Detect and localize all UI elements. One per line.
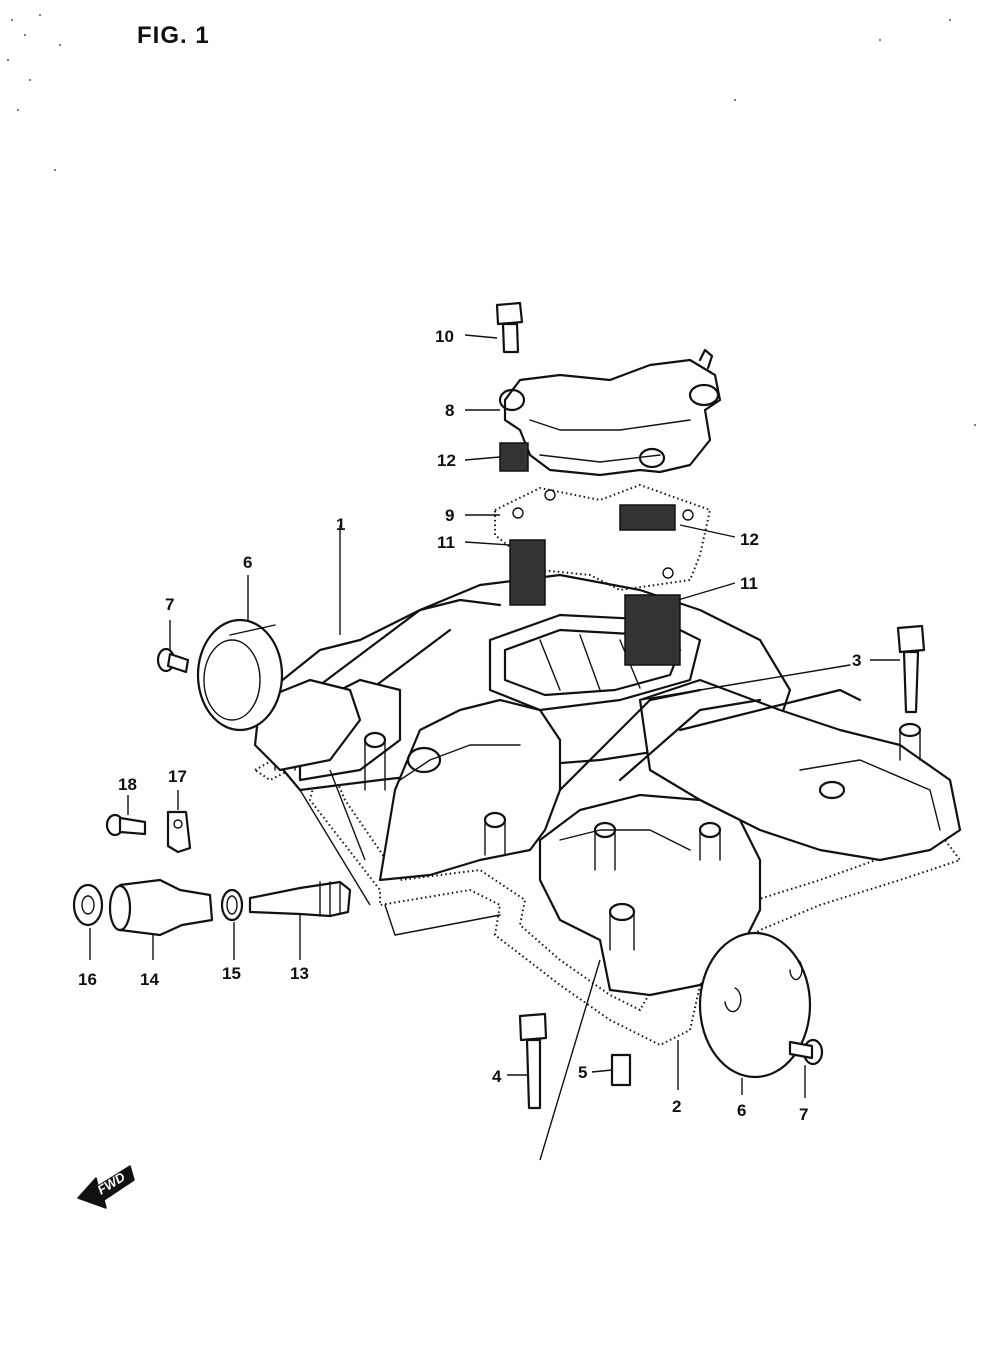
filter-pad-upper-right bbox=[619, 504, 676, 531]
o-ring-15 bbox=[220, 888, 244, 922]
forward-arrow-icon: FWD bbox=[77, 1165, 135, 1209]
leader-12a bbox=[464, 456, 501, 461]
assembly-line-front bbox=[539, 959, 601, 1161]
callout-1: 1 bbox=[336, 515, 345, 534]
figure-title: FIG. 1 bbox=[137, 22, 210, 49]
callout-13: 13 bbox=[290, 964, 309, 983]
callout-18: 18 bbox=[118, 775, 137, 794]
bolt-4 bbox=[518, 1012, 548, 1110]
callout-6: 6 bbox=[243, 553, 252, 572]
filter-pad-upper-left bbox=[499, 442, 529, 472]
cover-gasket bbox=[494, 483, 712, 592]
leader-11a bbox=[464, 541, 511, 546]
screw-7-left bbox=[156, 647, 190, 674]
top-cover bbox=[498, 348, 722, 477]
callout-4: 4 bbox=[492, 1067, 502, 1086]
callout-6: 6 bbox=[737, 1101, 746, 1120]
assembly-line-left bbox=[299, 789, 371, 906]
filter-element-left bbox=[509, 539, 546, 606]
callout-10: 10 bbox=[435, 327, 454, 346]
gear-shaft-13 bbox=[248, 880, 352, 918]
callout-5: 5 bbox=[578, 1063, 587, 1082]
end-cap-right bbox=[698, 931, 812, 1079]
filter-element-right bbox=[624, 594, 681, 666]
callout-16: 16 bbox=[78, 970, 97, 989]
housing-14 bbox=[108, 878, 214, 937]
assembly-line-left-2 bbox=[329, 769, 366, 861]
screw-7-right bbox=[788, 1038, 824, 1066]
seal-16 bbox=[72, 883, 104, 927]
oil-sump-body bbox=[253, 573, 962, 997]
clamp-17 bbox=[166, 810, 192, 854]
bolt-18 bbox=[105, 813, 147, 837]
bolt-10 bbox=[495, 301, 524, 354]
leader-12b bbox=[679, 524, 736, 538]
callout-7: 7 bbox=[799, 1105, 808, 1124]
bolt-3 bbox=[896, 624, 926, 714]
callout-7: 7 bbox=[165, 595, 174, 614]
callout-2: 2 bbox=[672, 1097, 681, 1116]
leader-5 bbox=[591, 1069, 613, 1073]
callout-11: 11 bbox=[740, 574, 758, 593]
callout-14: 14 bbox=[140, 970, 159, 989]
callout-11: 11 bbox=[437, 533, 455, 552]
callout-8: 8 bbox=[445, 401, 454, 420]
callout-12: 12 bbox=[437, 451, 456, 470]
callout-9: 9 bbox=[445, 506, 454, 525]
end-cap-left bbox=[196, 618, 284, 732]
callout-15: 15 bbox=[222, 964, 241, 983]
scan-noise bbox=[7, 14, 976, 426]
oil-pan-gasket bbox=[253, 743, 962, 1047]
leader-10 bbox=[464, 334, 498, 339]
dowel-pin-5 bbox=[610, 1053, 632, 1087]
callout-3: 3 bbox=[852, 651, 861, 670]
callout-17: 17 bbox=[168, 767, 187, 786]
leader-11b bbox=[677, 582, 736, 601]
callout-12: 12 bbox=[740, 530, 759, 549]
